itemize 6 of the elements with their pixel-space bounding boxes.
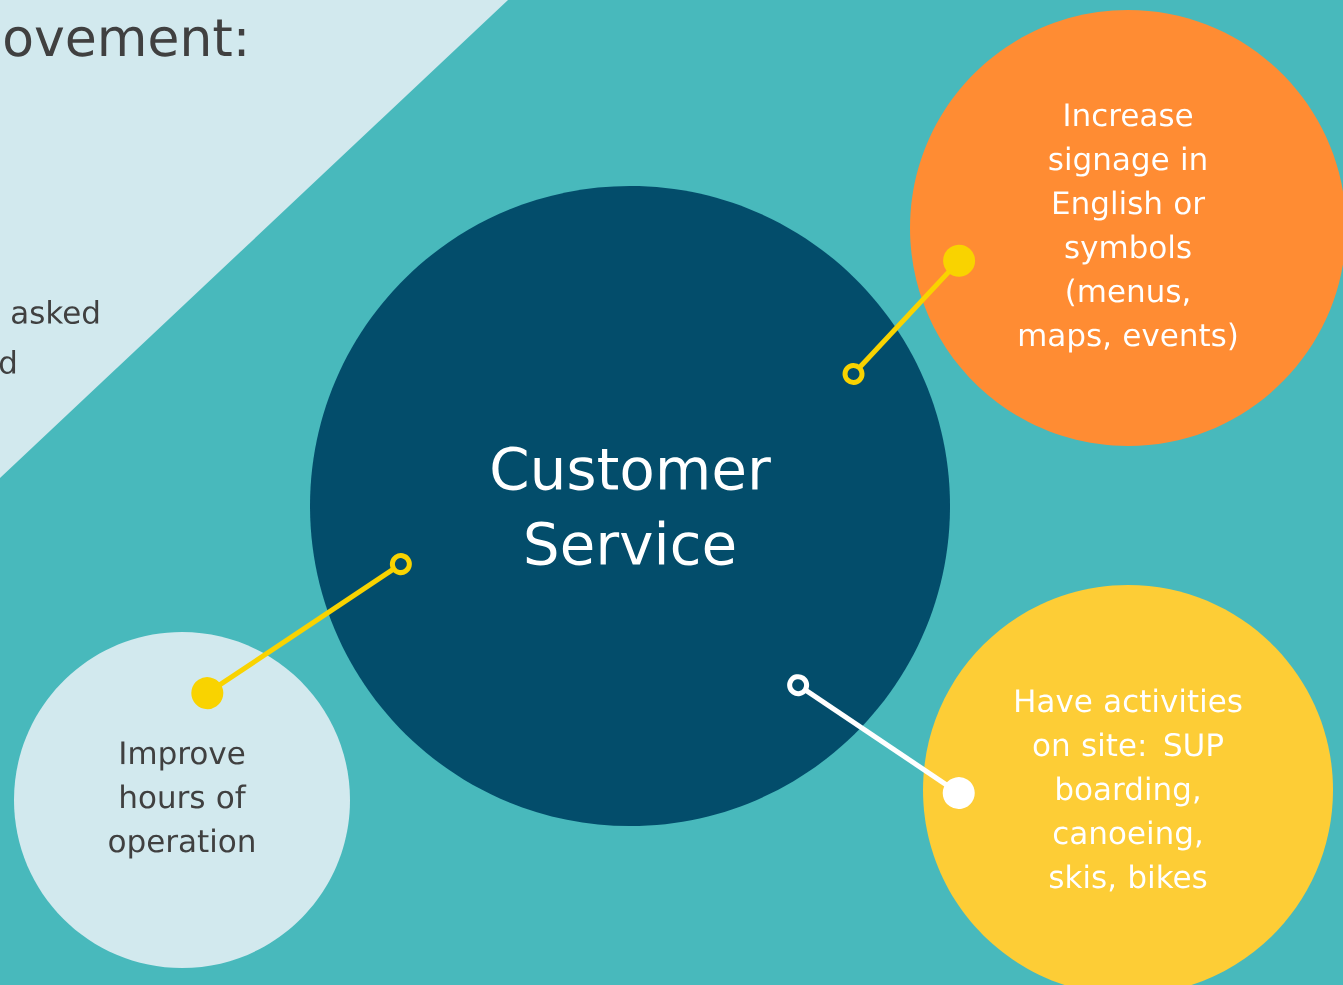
text-fragment: asked (12, 300, 99, 324)
text-fragment: ovement: (5, 19, 245, 57)
connector (842, 244, 976, 385)
connector (191, 553, 412, 710)
text-fragment: d (0, 350, 16, 374)
connector (787, 674, 975, 810)
